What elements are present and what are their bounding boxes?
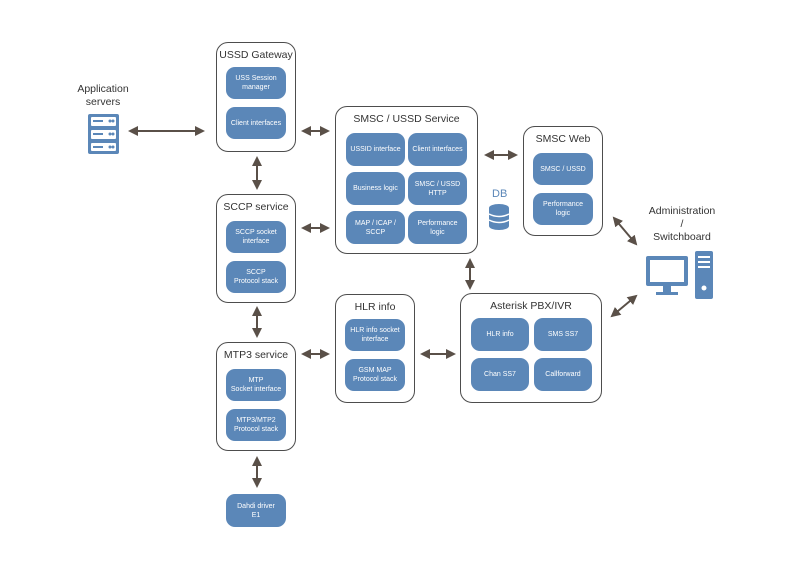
- sccp-socket-interface-chip: SCCP socket interface: [226, 221, 286, 253]
- map-icap-sccp-chip: MAP / ICAP / SCCP: [346, 211, 405, 244]
- asterisk-hlr-info-chip: HLR info: [471, 318, 529, 351]
- ussid-interface-chip: USSID interface: [346, 133, 405, 166]
- mtp3-mtp2-protocol-stack-chip: MTP3/MTP2 Protocol stack: [226, 409, 286, 441]
- database-icon: [488, 204, 510, 230]
- chan-ss7-chip: Chan SS7: [471, 358, 529, 391]
- hlr-info-title: HLR info: [354, 301, 396, 313]
- smsc-ussd-http-chip: SMSC / USSD HTTP: [408, 172, 467, 205]
- sccp-service-title: SCCP service: [223, 201, 289, 213]
- sccp-service-box: SCCP service SCCP socket interface SCCP …: [216, 194, 296, 303]
- hlr-info-socket-interface-chip: HLR info socket interface: [345, 319, 405, 351]
- hlr-info-box: HLR info HLR info socket interface GSM M…: [335, 294, 415, 403]
- ussd-gateway-title: USSD Gateway: [219, 49, 293, 61]
- application-servers-label: Application servers: [77, 83, 129, 108]
- dahdi-driver-chip: Dahdi driver E1: [226, 494, 286, 527]
- arrow-asterisk-to-admin: [610, 294, 638, 318]
- sccp-protocol-stack-chip: SCCP Protocol stack: [226, 261, 286, 293]
- arrow-smsc-web-to-admin: [612, 216, 638, 246]
- smsc-performance-logic-chip: Performance logic: [408, 211, 467, 244]
- smsc-client-interfaces-chip: Client interfaces: [408, 133, 467, 166]
- web-performance-logic-chip: Performance logic: [533, 193, 593, 225]
- smsc-web-box: SMSC Web SMSC / USSD Performance logic: [523, 126, 603, 236]
- server-icon: [88, 114, 119, 154]
- computer-icon: [646, 251, 713, 299]
- asterisk-title: Asterisk PBX/IVR: [490, 300, 572, 312]
- mtp3-service-box: MTP3 service MTP Socket interface MTP3/M…: [216, 342, 296, 451]
- connector-arrows: [128, 126, 638, 488]
- smsc-ussd-service-box: SMSC / USSD Service USSID interface Clie…: [335, 106, 478, 254]
- sms-ss7-chip: SMS SS7: [534, 318, 592, 351]
- asterisk-pbx-ivr-box: Asterisk PBX/IVR HLR info SMS SS7 Chan S…: [460, 293, 602, 403]
- smsc-web-title: SMSC Web: [535, 133, 591, 145]
- business-logic-chip: Business logic: [346, 172, 405, 205]
- client-interfaces-chip: Client interfaces: [226, 107, 286, 139]
- db-label: DB: [492, 188, 508, 200]
- uss-session-manager-chip: USS Session manager: [226, 67, 286, 99]
- mtp3-service-title: MTP3 service: [223, 349, 289, 361]
- ussd-gateway-box: USSD Gateway USS Session manager Client …: [216, 42, 296, 152]
- mtp-socket-interface-chip: MTP Socket interface: [226, 369, 286, 401]
- callforward-chip: Callforward: [534, 358, 592, 391]
- gsm-map-protocol-stack-chip: GSM MAP Protocol stack: [345, 359, 405, 391]
- administration-label: Administration / Switchboard: [648, 205, 716, 243]
- smsc-ussd-service-title: SMSC / USSD Service: [353, 113, 460, 125]
- smsc-ussd-web-chip: SMSC / USSD: [533, 153, 593, 185]
